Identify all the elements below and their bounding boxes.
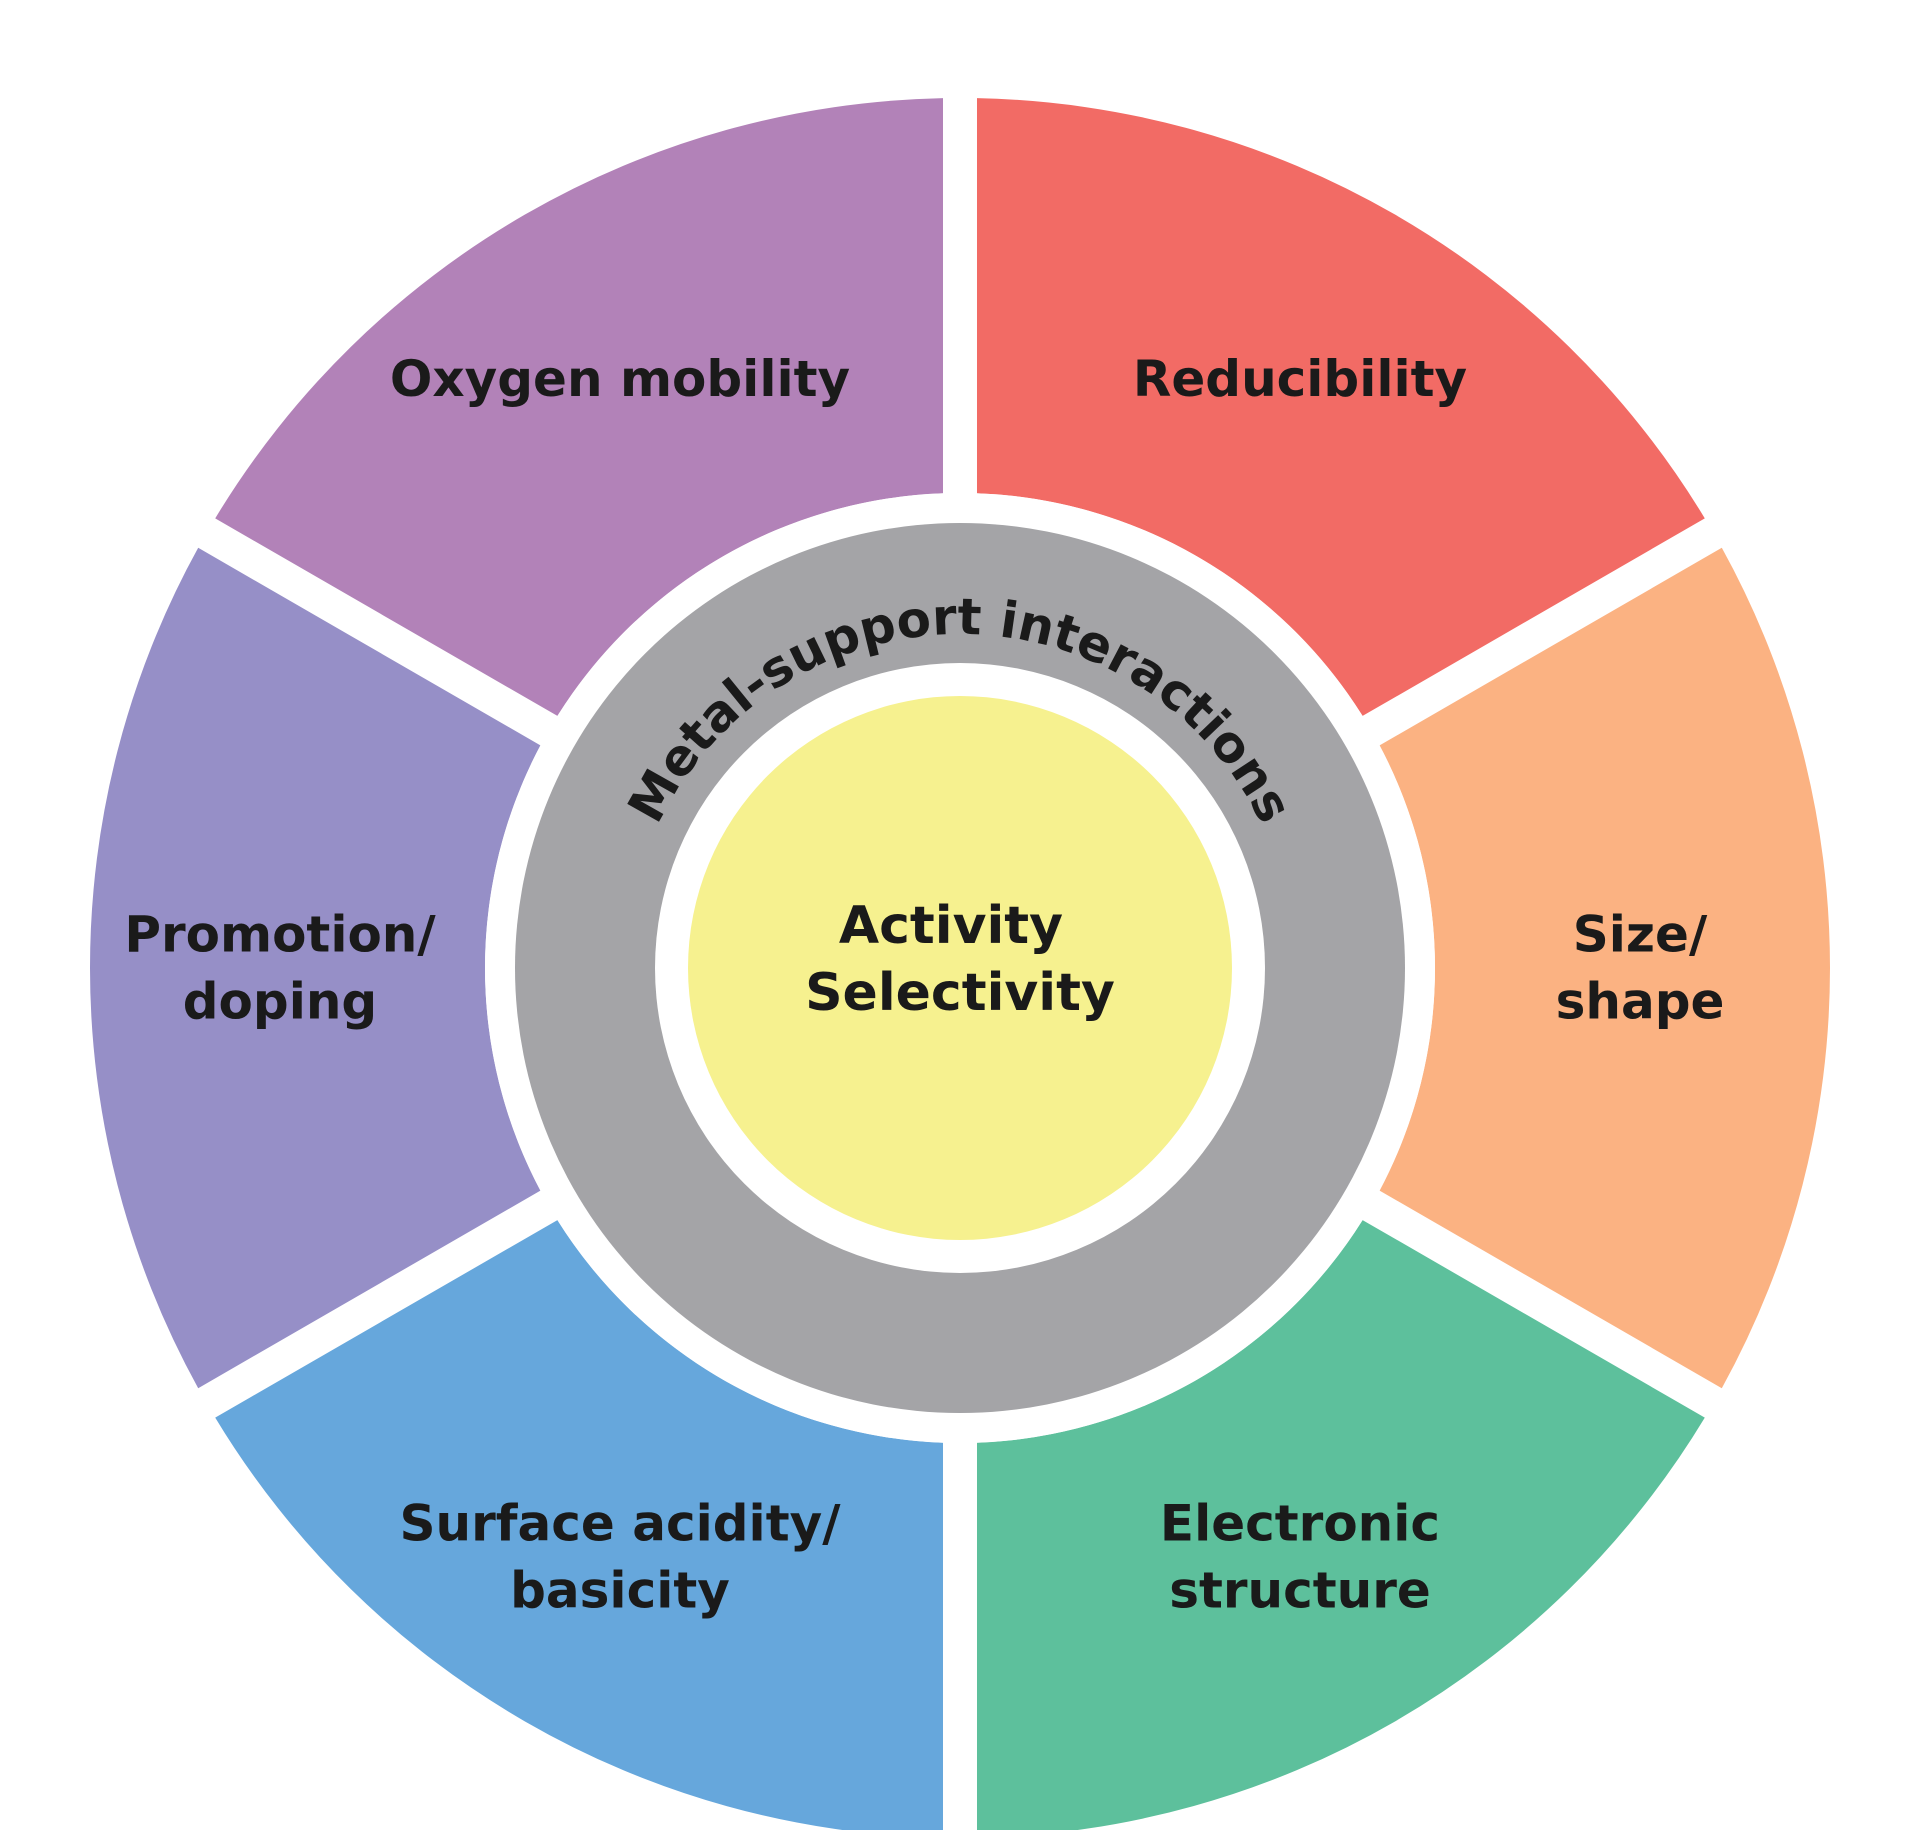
segment-electronic-structure	[976, 1220, 1705, 1830]
segment-label-line: doping	[183, 973, 377, 1031]
segment-label-oxygen-mobility: Oxygen mobility	[390, 350, 850, 408]
segment-label-line: Size/	[1573, 906, 1708, 964]
segment-label-electronic-structure: Electronic structure	[1160, 1494, 1440, 1619]
segment-size-shape	[1379, 547, 1830, 1389]
segment-promotion-doping	[89, 547, 541, 1389]
center-label-line-1: Activity	[839, 896, 1063, 956]
segment-label-surface-acidity-basicity: Surface acidity/basicity	[400, 1494, 842, 1619]
segment-surface-acidity-basicity	[215, 1220, 944, 1830]
segment-label-line: Surface acidity/	[400, 1494, 842, 1552]
segment-label-line: shape	[1556, 973, 1725, 1031]
segment-label-line: Promotion/	[124, 906, 436, 964]
segment-label-reducibility: Reducibility	[1133, 350, 1467, 408]
center-label-line-2: Selectivity	[805, 963, 1115, 1023]
center-label: Activity Selectivity	[805, 896, 1115, 1023]
segment-label-size-shape: Size/shape	[1556, 906, 1725, 1031]
segment-label-line: structure	[1169, 1561, 1431, 1619]
segment-label-line: Electronic	[1160, 1494, 1440, 1552]
segment-oxygen-mobility	[215, 98, 944, 716]
segment-reducibility	[976, 98, 1705, 716]
segment-label-promotion-doping: Promotion/doping	[124, 906, 436, 1031]
segment-label-line: basicity	[510, 1561, 730, 1619]
segment-label-line: Oxygen mobility	[390, 350, 850, 408]
segment-label-line: Reducibility	[1133, 350, 1467, 408]
activity-selectivity-core	[688, 696, 1232, 1240]
